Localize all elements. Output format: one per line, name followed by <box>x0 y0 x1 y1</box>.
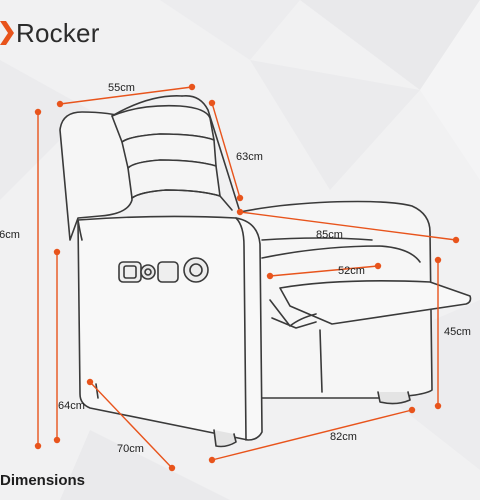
chair-outline <box>59 94 472 448</box>
dim-label-base-width: 70cm <box>117 443 144 455</box>
brand-logo: Rocker <box>0 16 100 50</box>
dim-label-total-height: 96cm <box>0 229 20 241</box>
dim-label-base-depth: 82cm <box>330 431 357 443</box>
dimension-lines <box>37 86 457 469</box>
dim-label-arm-height: 64cm <box>58 400 85 412</box>
dim-label-seat-depth: 52cm <box>338 265 365 277</box>
dim-label-recline-length: 85cm <box>316 229 343 241</box>
dim-label-footrest-height: 45cm <box>444 326 471 338</box>
brand-name: Rocker <box>16 17 100 48</box>
brand-x-mark-icon <box>0 21 14 45</box>
dim-label-back-depth: 63cm <box>236 151 263 163</box>
dimensions-heading: Dimensions <box>0 472 86 489</box>
dim-label-width-top: 55cm <box>108 82 135 94</box>
